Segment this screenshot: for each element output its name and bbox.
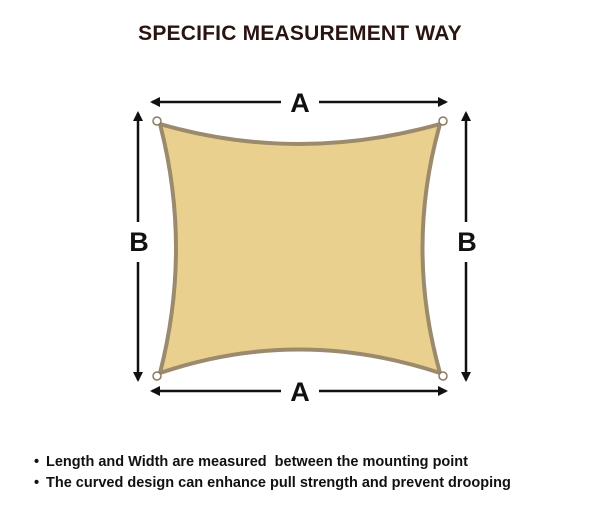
right-dimension-label: B bbox=[457, 227, 477, 257]
top-dimension-label: A bbox=[290, 88, 310, 118]
note-text-curved-design: The curved design can enhance pull stren… bbox=[46, 475, 511, 491]
mounting-ring-top-left bbox=[152, 116, 162, 126]
shade-sail-shape bbox=[158, 122, 442, 375]
bullet-icon: • bbox=[34, 454, 40, 470]
left-dimension-label: B bbox=[129, 227, 149, 257]
mounting-ring-top-right bbox=[438, 116, 448, 126]
bottom-dimension-label: A bbox=[290, 377, 310, 407]
notes-list: • Length and Width are measured between t… bbox=[34, 452, 594, 494]
note-item: • The curved design can enhance pull stre… bbox=[34, 473, 594, 494]
mounting-ring-bottom-right bbox=[438, 371, 448, 381]
page-title: SPECIFIC MEASUREMENT WAY bbox=[138, 22, 462, 45]
bullet-icon: • bbox=[34, 475, 40, 491]
mounting-ring-bottom-left bbox=[152, 371, 162, 381]
note-item: • Length and Width are measured between t… bbox=[34, 452, 594, 473]
note-text-measurement: Length and Width are measured between th… bbox=[46, 454, 468, 470]
